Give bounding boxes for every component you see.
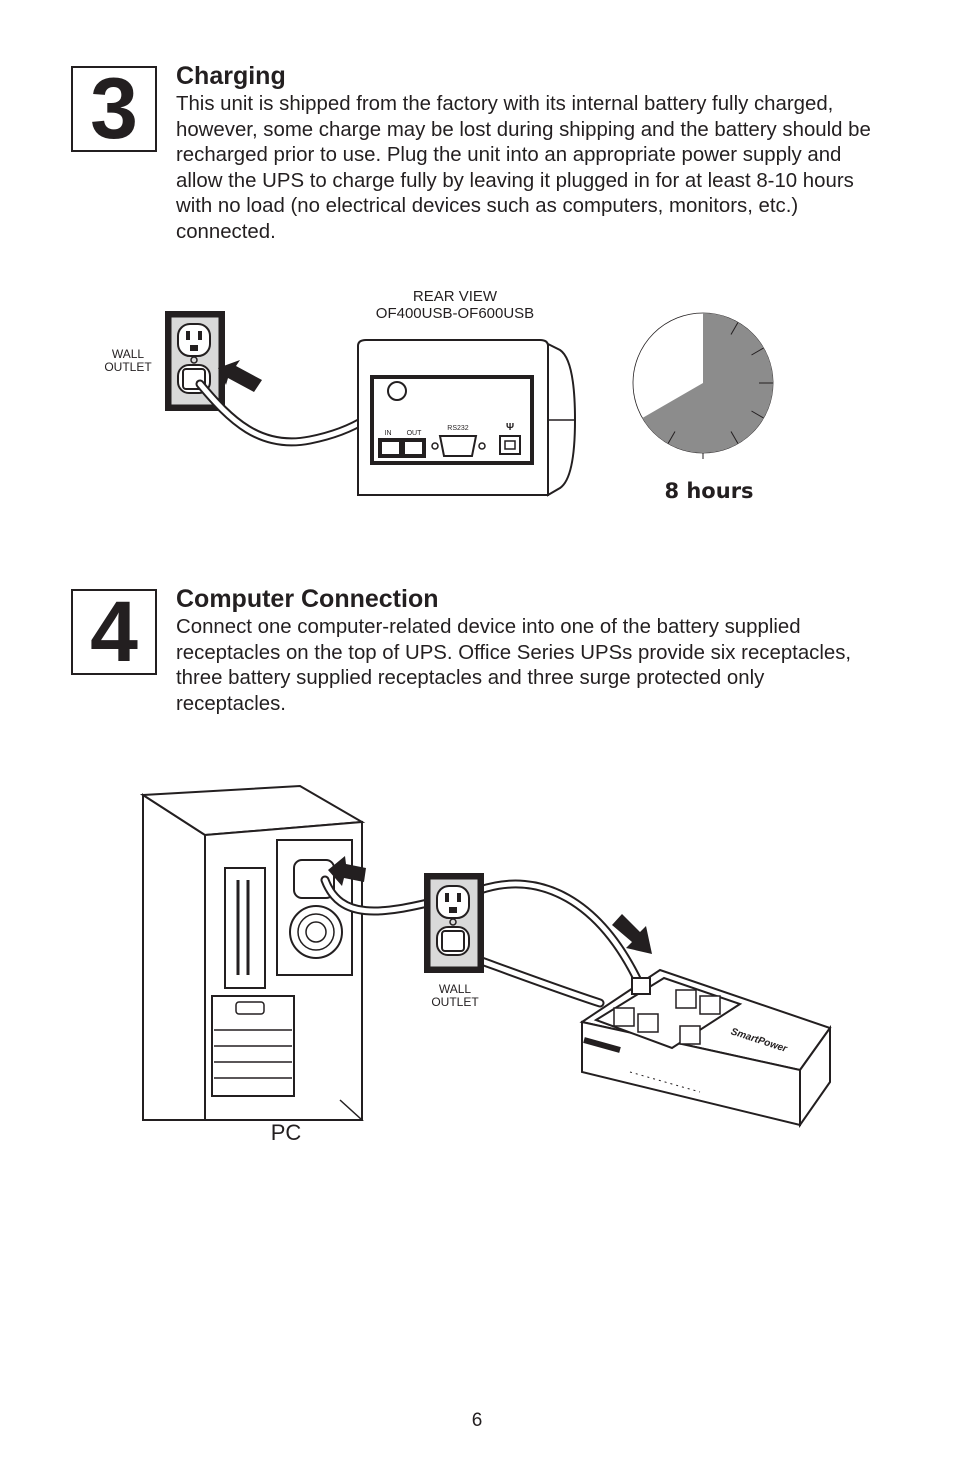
pc-tower-illustration [139,784,366,1121]
clock-fill-sector [642,313,774,453]
ups-top-illustration [579,968,832,1129]
wall-outlet-label-line1: WALL [112,347,145,361]
wall-outlet-illustration [424,873,484,973]
charging-heading: Charging [176,62,286,90]
port-rs232-label: RS232 [447,425,469,432]
computer-connection-heading: Computer Connection [176,585,439,613]
wall-outlet-label-line1: WALL [439,982,472,996]
computer-connection-paragraph: Connect one computer-related device into… [176,616,852,715]
arrow-icon [612,914,652,954]
port-out-label: OUT [407,430,423,437]
clock-label: 8 hours [664,479,753,503]
pc-label: PC [271,1120,302,1145]
rear-view-label-line2: OF400USB-OF600USB [376,305,534,322]
step-4-number: 4 [90,584,138,680]
arrow-icon [328,856,366,886]
charging-paragraph: This unit is shipped from the factory wi… [176,93,871,243]
port-in-label: IN [385,430,392,437]
usb-icon: Ψ [506,422,514,433]
rear-view-label-line1: REAR VIEW [413,288,498,305]
charging-clock [632,312,774,459]
wall-outlet-label-line2: OUTLET [104,360,152,374]
page-number: 6 [471,1410,483,1431]
wall-outlet-label-line2: OUTLET [431,995,479,1009]
ups-rear-view [357,339,577,497]
step-4-box: 4 [71,589,157,675]
arrow-icon [218,360,262,392]
step-3-box: 3 [71,66,157,152]
step-3-number: 3 [90,61,138,157]
